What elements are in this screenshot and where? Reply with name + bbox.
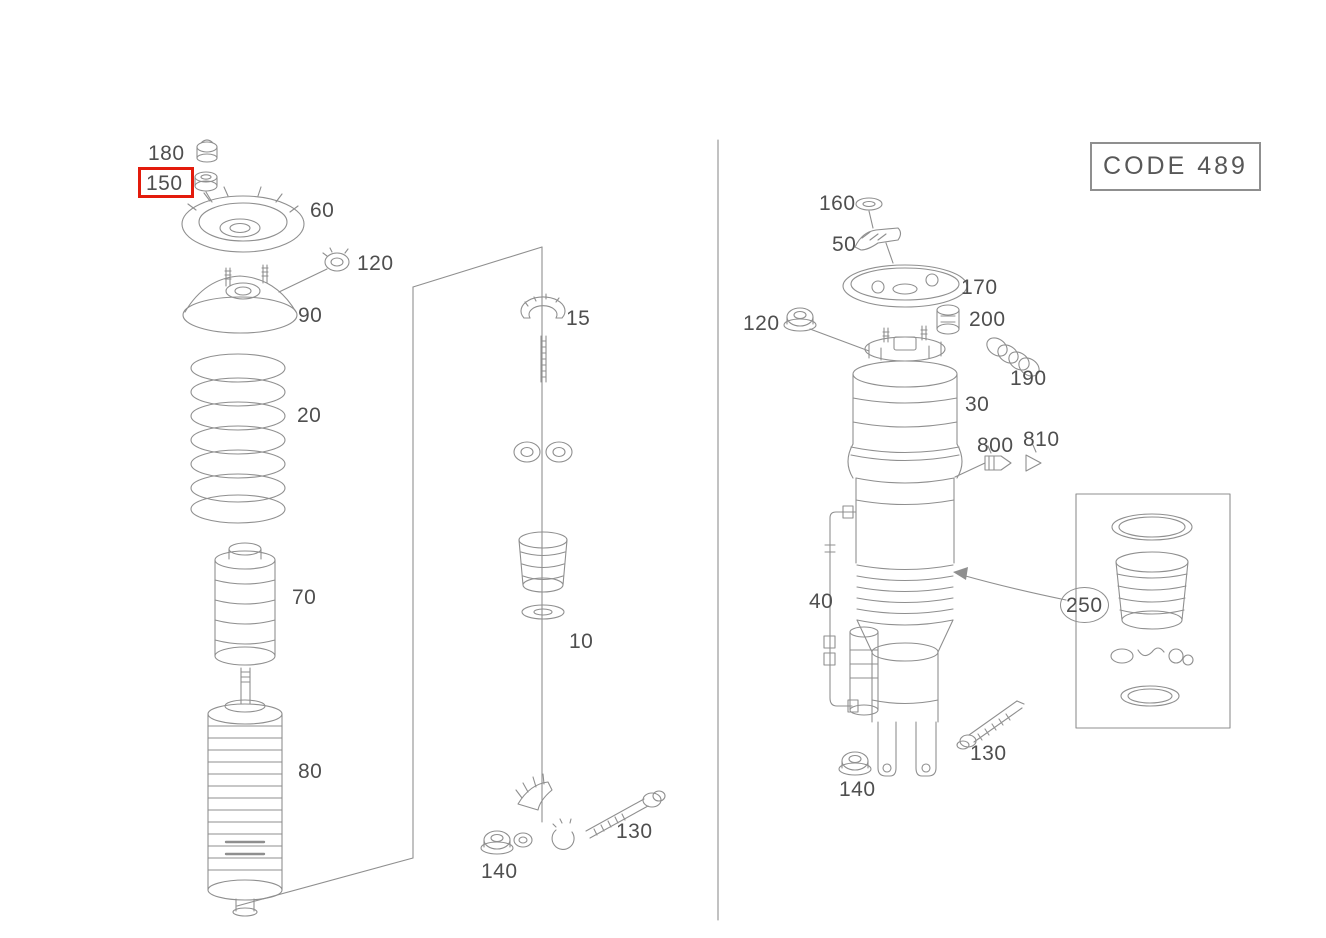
part-drawing-190 <box>986 337 1040 377</box>
part-label-70-7[interactable]: 70 <box>292 586 317 609</box>
part-label-15-6[interactable]: 15 <box>566 307 591 330</box>
part-drawing-30 <box>847 325 963 777</box>
code-badge: CODE 489 <box>1090 142 1261 191</box>
part-drawing-80 <box>207 667 283 917</box>
part-label-130-11[interactable]: 130 <box>616 820 653 843</box>
part-drawing-130-left <box>585 790 666 839</box>
part-label-90-4[interactable]: 90 <box>298 304 323 327</box>
part-label-160-12[interactable]: 160 <box>819 192 856 215</box>
part-label-140-24[interactable]: 140 <box>839 778 876 801</box>
part-drawing-130-right <box>956 700 1025 750</box>
code-badge-label: CODE 489 <box>1103 152 1248 180</box>
part-label-40-21[interactable]: 40 <box>809 590 834 613</box>
part-drawing-120-left <box>278 247 350 293</box>
part-drawing-spring-seat-fingers <box>515 773 553 811</box>
part-drawing-810 <box>1025 444 1042 472</box>
part-label-190-17[interactable]: 190 <box>1010 367 1047 390</box>
part-drawing-170 <box>842 264 968 308</box>
part-drawing-140-right <box>838 751 872 776</box>
part-drawing-circlip <box>551 818 575 850</box>
group-outline-left <box>236 246 543 907</box>
part-drawing-60 <box>181 186 305 253</box>
part-drawing-800 <box>954 445 1012 478</box>
part-drawing-120-right <box>783 307 870 352</box>
part-label-200-16[interactable]: 200 <box>969 308 1006 331</box>
part-label-800-19[interactable]: 800 <box>977 434 1014 457</box>
part-label-10-8[interactable]: 10 <box>569 630 594 653</box>
part-label-140-10[interactable]: 140 <box>481 860 518 883</box>
part-drawing-10 <box>513 441 573 620</box>
part-label-810-20[interactable]: 810 <box>1023 428 1060 451</box>
part-drawing-50 <box>854 227 902 264</box>
part-drawing-180 <box>196 139 218 163</box>
part-drawing-70 <box>214 542 276 666</box>
part-label-80-9[interactable]: 80 <box>298 760 323 783</box>
part-label-250-22[interactable]: 250 <box>1060 587 1109 623</box>
part-label-170-14[interactable]: 170 <box>961 276 998 299</box>
part-label-20-5[interactable]: 20 <box>297 404 322 427</box>
part-drawing-200 <box>936 304 960 335</box>
part-label-30-18[interactable]: 30 <box>965 393 990 416</box>
part-drawing-160 <box>855 197 883 229</box>
part-label-120-3[interactable]: 120 <box>357 252 394 275</box>
part-label-50-13[interactable]: 50 <box>832 233 857 256</box>
part-drawing-20 <box>190 353 286 524</box>
part-drawing-15 <box>520 293 566 383</box>
part-label-120-15[interactable]: 120 <box>743 312 780 335</box>
part-label-130-23[interactable]: 130 <box>970 742 1007 765</box>
arrow-250 <box>953 567 1067 601</box>
part-drawing-40 <box>823 505 859 713</box>
part-label-180-0[interactable]: 180 <box>148 142 185 165</box>
part-drawing-90 <box>182 264 298 334</box>
part-drawing-140-left <box>480 830 533 855</box>
part-label-150-1[interactable]: 150 <box>146 172 183 195</box>
part-label-60-2[interactable]: 60 <box>310 199 335 222</box>
